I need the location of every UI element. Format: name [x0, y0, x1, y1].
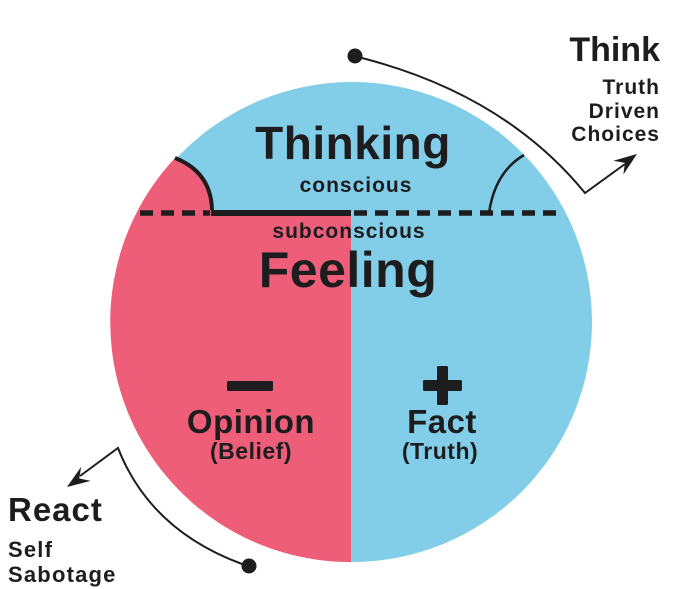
truth-sublabel: (Truth) [401, 438, 479, 464]
opinion-label: Opinion [186, 403, 316, 440]
conscious-label: conscious [299, 174, 413, 197]
think-arrow-curve [361, 57, 626, 195]
react-arrow-curve [79, 446, 243, 565]
react-callout-line: Self [8, 537, 54, 562]
wedge-arc-right [487, 153, 525, 214]
fact-label: Fact [407, 403, 477, 440]
think-callout-lines: Truth Driven Choices [569, 76, 660, 147]
think-arrow [347, 48, 637, 195]
subconscious-label: subconscious [272, 220, 426, 243]
think-callout-title: Think [569, 31, 660, 69]
think-callout-line: Choices [571, 123, 660, 146]
think-callout: Think Truth Driven Choices [569, 33, 660, 147]
minus-sign [227, 381, 273, 391]
feeling-title: Feeling [258, 242, 438, 298]
plus-sign [423, 366, 462, 405]
react-arrow-dot-icon [241, 558, 257, 574]
think-arrowhead-icon [613, 154, 637, 175]
react-callout-line: Sabotage [8, 562, 117, 587]
react-arrow [67, 446, 257, 574]
mind-circle-pink-region [110, 158, 351, 563]
belief-sublabel: (Belief) [210, 438, 292, 464]
react-arrowhead-icon [67, 466, 91, 487]
react-callout-lines: Self Sabotage [8, 537, 117, 587]
wedge-arc-left [174, 156, 214, 211]
think-callout-line: Truth [602, 76, 660, 99]
thinking-title: Thinking [255, 117, 451, 169]
react-callout-title: React [8, 491, 103, 528]
react-callout: React Self Sabotage [8, 493, 117, 587]
think-arrow-dot-icon [347, 48, 363, 64]
think-callout-line: Driven [588, 99, 660, 123]
